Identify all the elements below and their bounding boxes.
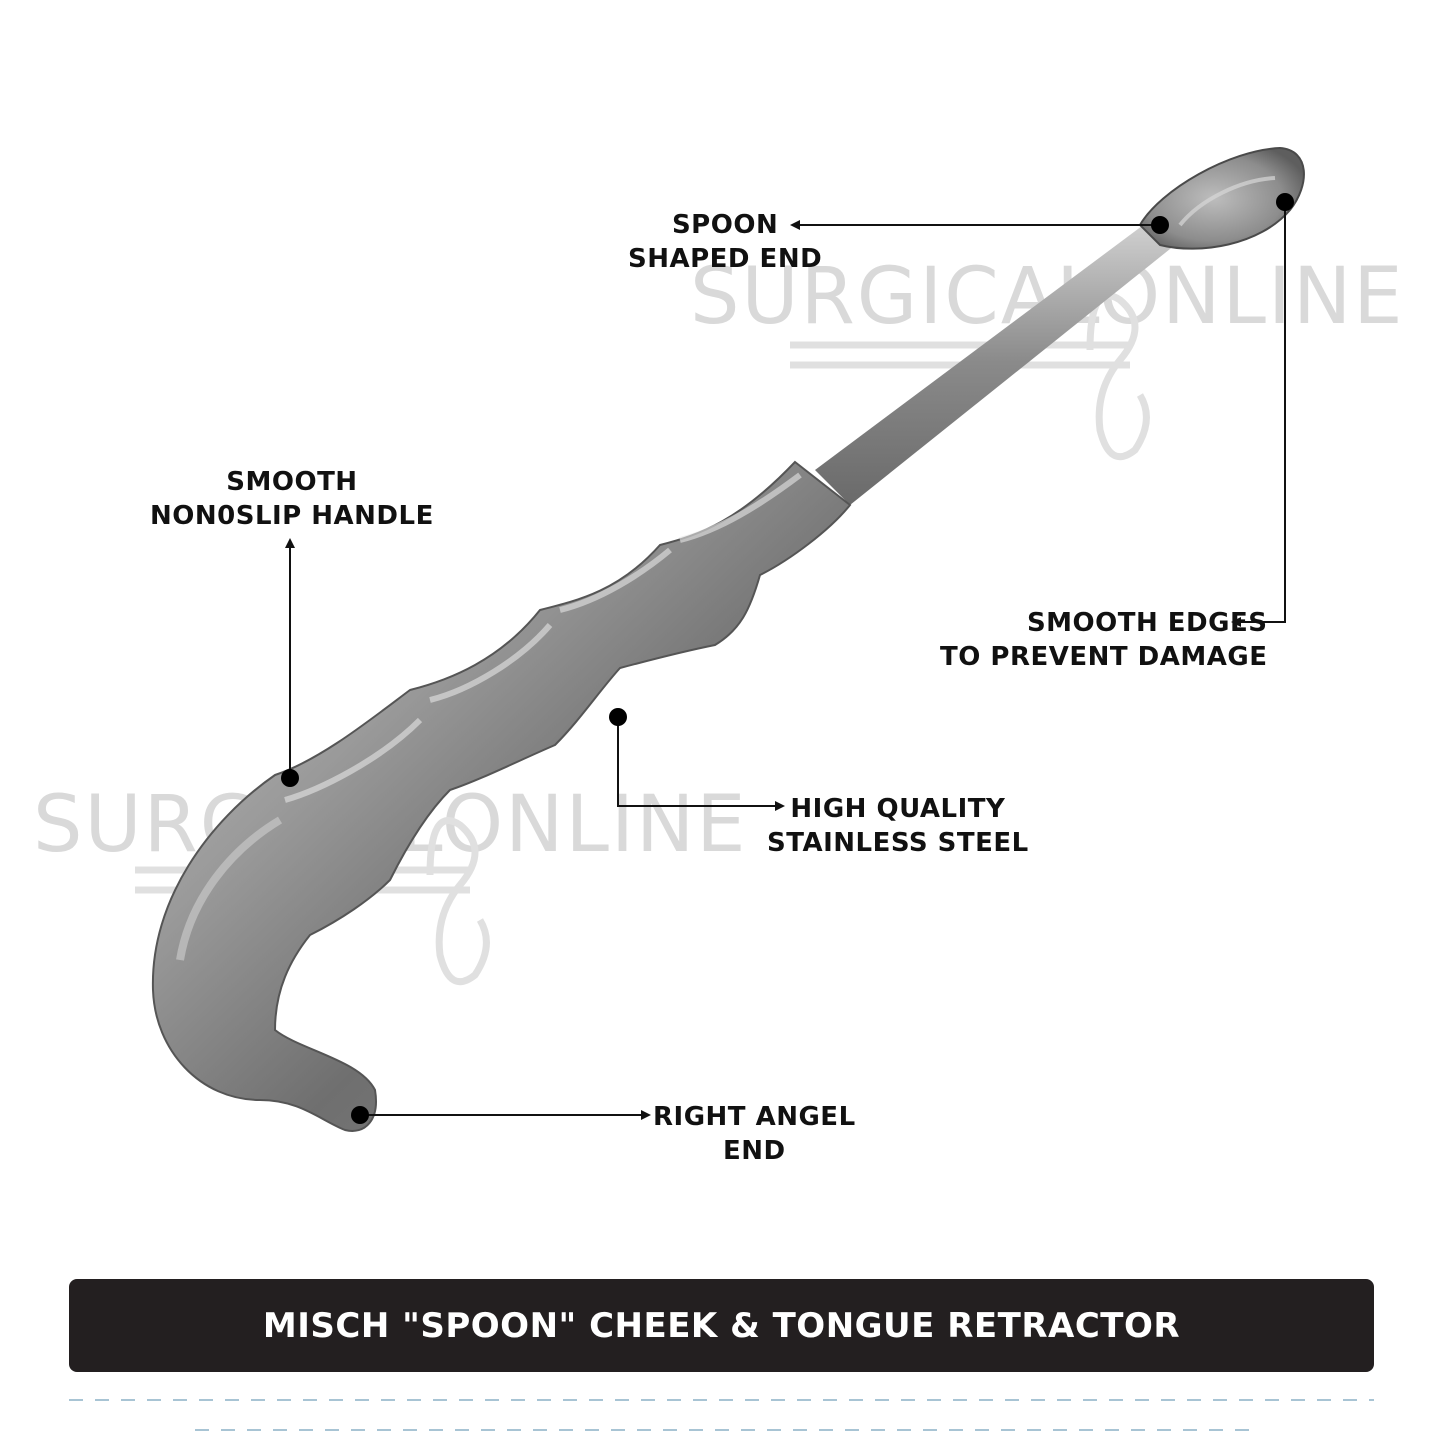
callout-line: HIGH QUALITY [790,794,1006,824]
callout-angle-connector [351,1106,651,1124]
callout-line: SMOOTH EDGES [1026,608,1268,638]
callout-right-angle-end: RIGHT ANGEL END [653,1100,856,1168]
callout-line: SPOON [671,210,779,240]
callout-spoon-shaped-end: SPOON SHAPED END [628,208,822,276]
product-title: MISCH "SPOON" CHEEK & TONGUE RETRACTOR [262,1305,1181,1346]
callout-line: TO PREVENT DAMAGE [940,642,1268,672]
callout-line: SHAPED END [628,244,823,274]
callout-edges-connector [1231,193,1294,627]
product-title-banner: MISCH "SPOON" CHEEK & TONGUE RETRACTOR [69,1279,1374,1372]
retractor-shaft [815,220,1175,505]
callout-line: SMOOTH [226,467,358,497]
callout-line: STAINLESS STEEL [767,828,1029,858]
callout-handle-connector [281,538,299,787]
retractor-spoon [1138,146,1305,250]
retractor-handle [151,460,852,1132]
callout-line: RIGHT ANGEL [653,1102,856,1132]
callout-nonslip-handle: SMOOTH NON0SLIP HANDLE [150,465,434,533]
callout-line: END [723,1136,786,1166]
callout-smooth-edges: SMOOTH EDGES TO PREVENT DAMAGE [940,606,1267,674]
callout-stainless-steel: HIGH QUALITY STAINLESS STEEL [767,792,1029,860]
callout-spoon-connector [790,216,1169,234]
callout-line: NON0SLIP HANDLE [150,501,434,531]
callout-steel-connector [609,708,785,811]
